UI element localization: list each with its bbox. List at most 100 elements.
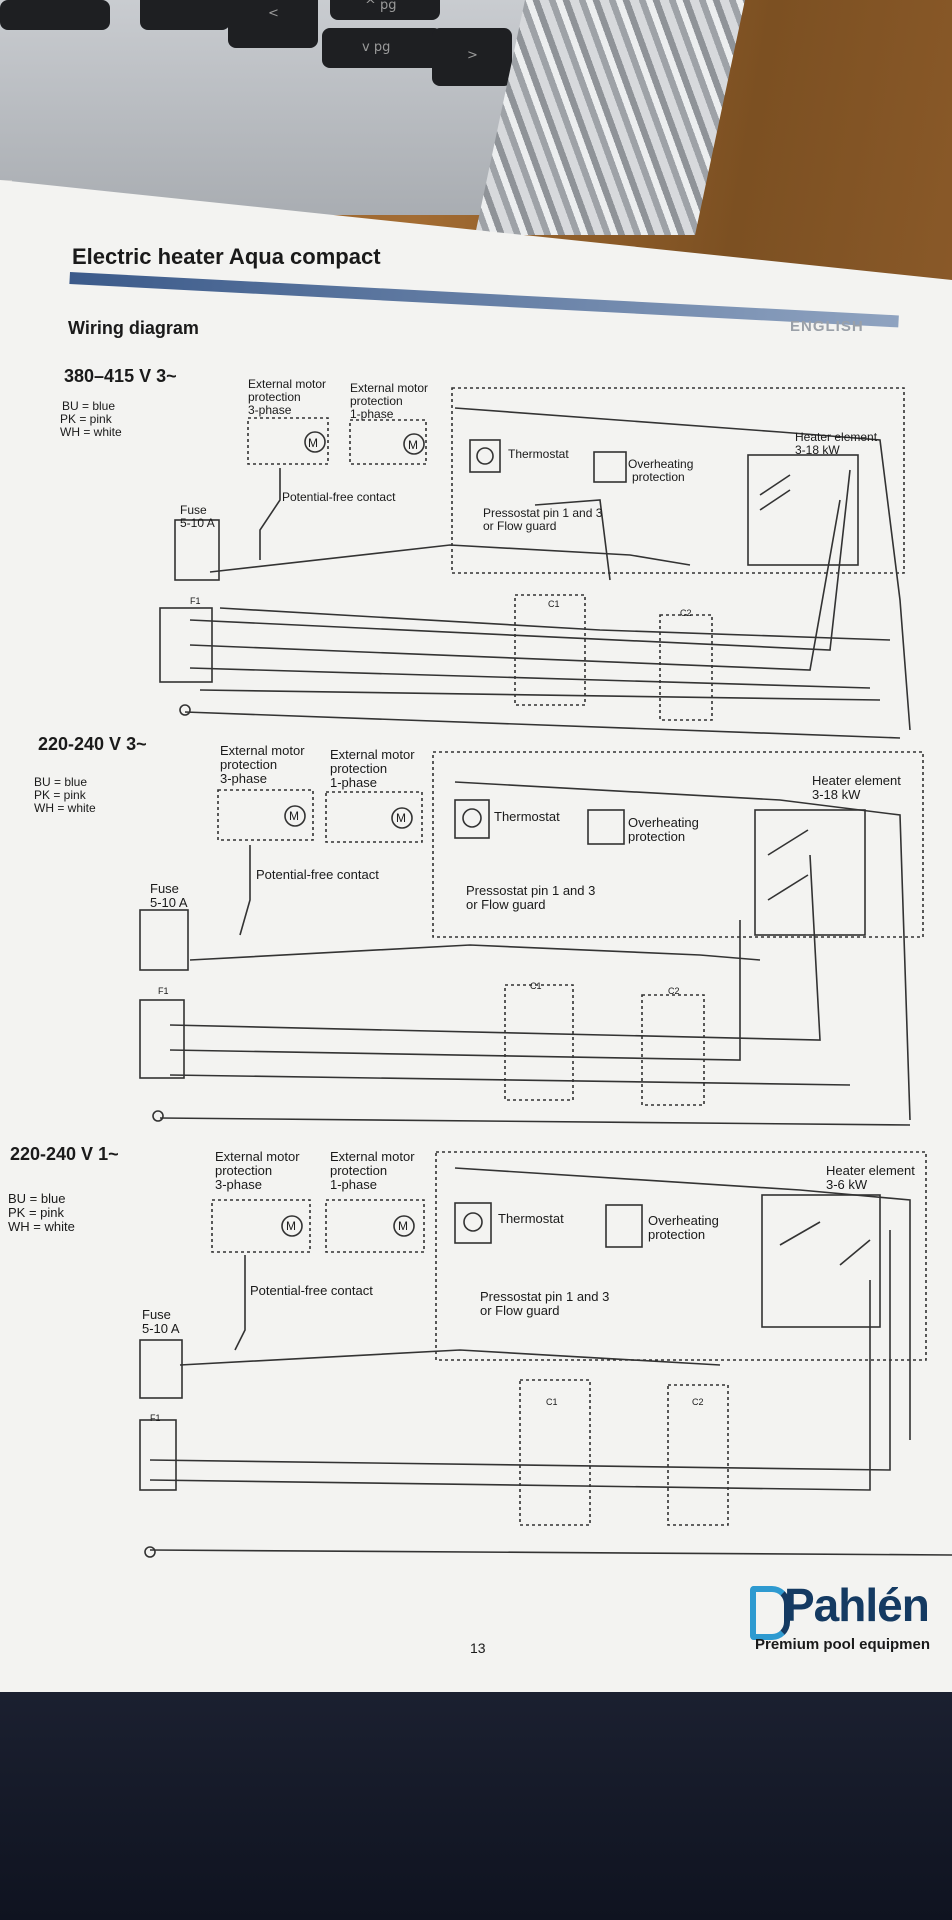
ext-1ph-line1-3: External motor <box>330 1149 415 1164</box>
legend-pk-3: PK = pink <box>8 1205 65 1220</box>
c2-label-2: C2 <box>668 986 680 996</box>
voltage-label-2: 220-240 V 3~ <box>38 734 147 754</box>
motor-symbol <box>403 433 425 455</box>
legend-bu-1: BU = blue <box>62 399 116 413</box>
ext-3ph-line1-3: External motor <box>215 1149 300 1164</box>
pahlen-logo-mark <box>750 1586 790 1640</box>
overheating-protection-2 <box>587 809 625 845</box>
keyboard-key <box>140 0 230 30</box>
ext-3ph-line3-2: 3-phase <box>220 771 267 786</box>
f1-label-2: F1 <box>158 986 169 996</box>
pressostat-line1-3: Pressostat pin 1 and 3 <box>480 1289 610 1304</box>
heater-element-label-1: Heater element <box>795 430 878 444</box>
legend-bu-3: BU = blue <box>8 1191 66 1206</box>
fuse-label-1: Fuse <box>180 503 207 517</box>
thermostat-label-1: Thermostat <box>508 447 569 461</box>
potential-free-label-3: Potential-free contact <box>250 1283 373 1298</box>
motor-label: M <box>408 438 418 452</box>
fuse-1 <box>174 519 220 581</box>
motor-label: M <box>308 436 318 450</box>
pressostat-line1-2: Pressostat pin 1 and 3 <box>466 883 596 898</box>
pressostat-line2-3: or Flow guard <box>480 1303 560 1318</box>
brand-tagline: Premium pool equipmen <box>755 1636 931 1653</box>
page-down-key: v pg <box>322 28 442 68</box>
f1-label-1: F1 <box>190 596 201 606</box>
ext-3ph-line1-2: External motor <box>220 743 305 758</box>
dark-fabric-background <box>0 1692 952 1920</box>
section-heading: Wiring diagram <box>68 318 199 338</box>
laptop-keyboard: < ^ pg v pg > <box>0 0 560 215</box>
ext-1ph-line1-1: External motor <box>350 381 429 395</box>
ext-motor-1ph-box-2 <box>325 791 423 843</box>
f1-breaker-3 <box>139 1419 177 1491</box>
thermostat-3 <box>454 1202 492 1244</box>
legend-bu-2: BU = blue <box>34 775 88 789</box>
heater-power-1: 3-18 kW <box>795 443 840 457</box>
motor-label: M <box>286 1219 296 1233</box>
heater-element-3 <box>761 1194 881 1328</box>
ext-motor-3ph-box-1 <box>247 417 329 465</box>
contactor-c1-1 <box>514 594 586 706</box>
heater-element-2 <box>754 809 866 936</box>
ext-1ph-line1-2: External motor <box>330 747 415 762</box>
fuse-rating-3: 5-10 A <box>142 1321 180 1336</box>
arrow-right-key: > <box>432 28 512 86</box>
f1-breaker-2 <box>139 999 185 1079</box>
ext-motor-3ph-box-2 <box>217 789 314 841</box>
c1-label-3: C1 <box>546 1397 558 1407</box>
contactor-c2-1 <box>659 614 713 721</box>
c2-label-3: C2 <box>692 1397 704 1407</box>
ext-1ph-line3-3: 1-phase <box>330 1177 377 1192</box>
legend-wh-3: WH = white <box>8 1219 75 1234</box>
heater-element-1 <box>747 454 859 566</box>
legend-pk-2: PK = pink <box>34 788 86 802</box>
ext-3ph-line2-3: protection <box>215 1163 273 1178</box>
ext-motor-3ph-box-3 <box>211 1199 311 1253</box>
ext-3ph-line2-2: protection <box>220 757 278 772</box>
thermostat-1 <box>469 439 501 473</box>
voltage-label-3: 220-240 V 1~ <box>10 1144 119 1164</box>
c1-label-2: C1 <box>530 981 542 991</box>
heater-element-label-3: Heater element <box>826 1163 915 1178</box>
ext-motor-1ph-box-3 <box>325 1199 425 1253</box>
fuse-label-3: Fuse <box>142 1307 171 1322</box>
contactor-c2-3 <box>667 1384 729 1526</box>
language-tab: ENGLISH <box>790 318 864 335</box>
potential-free-label-2: Potential-free contact <box>256 867 379 882</box>
motor-label: M <box>398 1219 408 1233</box>
fuse-label-2: Fuse <box>150 881 179 896</box>
c1-label-1: C1 <box>548 599 560 609</box>
fuse-2 <box>139 909 189 971</box>
heater-element-label-2: Heater element <box>812 773 901 788</box>
motor-symbol <box>304 431 326 453</box>
pressostat-line2-1: or Flow guard <box>483 519 557 533</box>
legend-pk-1: PK = pink <box>60 412 112 426</box>
pressostat-line2-2: or Flow guard <box>466 897 546 912</box>
heater-power-2: 3-18 kW <box>812 787 861 802</box>
motor-label: M <box>289 809 299 823</box>
ext-3ph-line1-1: External motor <box>248 377 327 391</box>
pressostat-line1-1: Pressostat pin 1 and 3 <box>483 506 603 520</box>
overheating-line1-3: Overheating <box>648 1213 719 1228</box>
overheating-line2-3: protection <box>648 1227 706 1242</box>
overheating-line2-1: protection <box>632 470 685 484</box>
heater-power-3: 3-6 kW <box>826 1177 868 1192</box>
overheating-protection-3 <box>605 1204 643 1248</box>
ext-3ph-line3-3: 3-phase <box>215 1177 262 1192</box>
page-up-key: ^ pg <box>330 0 440 20</box>
ext-3ph-line3-1: 3-phase <box>248 403 292 417</box>
voltage-label-1: 380–415 V 3~ <box>64 366 177 386</box>
fuse-rating-1: 5-10 A <box>180 516 215 530</box>
overheating-protection-1 <box>593 451 627 483</box>
overheating-line1-1: Overheating <box>628 457 694 471</box>
thermostat-label-2: Thermostat <box>494 809 560 824</box>
fuse-rating-2: 5-10 A <box>150 895 188 910</box>
thermostat-2 <box>454 799 490 839</box>
ext-1ph-line2-3: protection <box>330 1163 388 1178</box>
page-number: 13 <box>470 1640 486 1656</box>
f1-breaker-1 <box>159 607 213 683</box>
overheating-line2-2: protection <box>628 829 686 844</box>
ext-motor-1ph-box-1 <box>349 419 427 465</box>
keyboard-key <box>0 0 110 30</box>
